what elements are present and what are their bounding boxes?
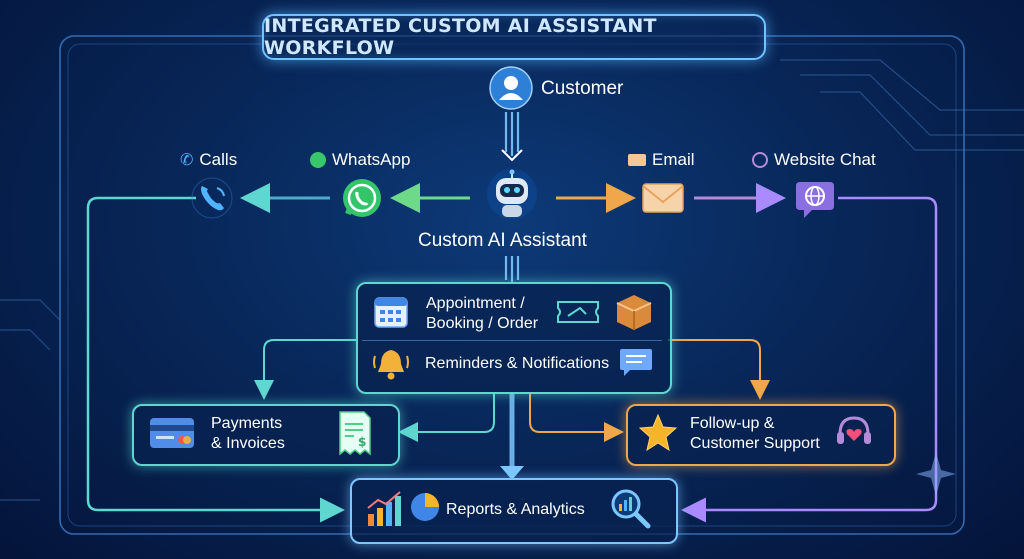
calls-header: ✆ Calls [180, 150, 237, 170]
calendar-icon [374, 297, 408, 328]
small-whatsapp-icon [310, 152, 326, 168]
package-icon [616, 295, 652, 330]
center-divider [362, 340, 662, 341]
email-header: Email [628, 150, 695, 170]
whatsapp-label: WhatsApp [332, 150, 411, 169]
user-icon [489, 66, 533, 110]
svg-text:$: $ [358, 435, 366, 449]
ticket-icon-wrap [556, 298, 600, 331]
payments-line1: Payments [211, 415, 283, 432]
page-title: INTEGRATED CUSTOM AI ASSISTANT WORKFLOW [264, 15, 657, 59]
credit-card-icon-wrap [148, 416, 196, 455]
reminders-row [372, 346, 410, 387]
whatsapp-header: WhatsApp [310, 150, 410, 170]
booking-row [372, 292, 410, 335]
ticket-icon [557, 301, 599, 323]
assistant-label: Custom AI Assistant [418, 230, 587, 251]
website-chat-label: Website Chat [774, 150, 876, 169]
small-phone-icon: ✆ [180, 152, 194, 169]
calls-label: Calls [199, 150, 238, 169]
bar-chart-icon [367, 491, 401, 526]
assistant-node [486, 168, 538, 225]
small-globe-icon [752, 152, 768, 168]
envelope-icon [642, 183, 684, 213]
invoice-icon: $ [339, 411, 371, 456]
reports-label: Reports & Analytics [446, 501, 585, 518]
headset-heart-icon [837, 416, 871, 444]
pie-chart-icon-wrap [408, 490, 442, 529]
invoice-icon-wrap: $ [336, 410, 374, 461]
message-icon [620, 349, 652, 376]
whatsapp-icon [343, 179, 381, 217]
box-icon-wrap [614, 292, 654, 337]
message-icon-wrap [618, 346, 654, 383]
star-icon [638, 413, 678, 452]
robot-icon [487, 169, 537, 219]
booking-line1: Appointment / [426, 295, 525, 312]
customer-label: Customer [541, 78, 624, 99]
calls-node [190, 176, 234, 225]
followup-text: Follow-up & Customer Support [690, 414, 820, 454]
chat-globe-icon [796, 182, 834, 218]
payments-text: Payments & Invoices [211, 414, 285, 454]
bar-chart-icon-wrap [364, 488, 406, 535]
booking-line2: Booking / Order [426, 315, 539, 332]
title-banner: INTEGRATED CUSTOM AI ASSISTANT WORKFLOW [262, 14, 766, 60]
customer-node [489, 66, 533, 115]
email-node [640, 178, 686, 223]
credit-card-icon [150, 418, 194, 448]
followup-line2: Customer Support [690, 435, 820, 452]
whatsapp-node [340, 176, 384, 225]
pie-chart-icon [411, 493, 439, 521]
phone-icon [191, 177, 233, 219]
star-icon-wrap [638, 412, 678, 457]
followup-line1: Follow-up & [690, 415, 775, 432]
bell-icon [373, 350, 409, 380]
booking-text: Appointment / Booking / Order [426, 294, 538, 334]
reminders-label: Reminders & Notifications [425, 355, 610, 372]
website-chat-header: Website Chat [752, 150, 876, 170]
magnifier-chart-icon [611, 489, 651, 529]
booking-reminders-box [356, 282, 672, 394]
small-envelope-icon [628, 154, 646, 166]
email-label: Email [652, 150, 695, 169]
headset-icon-wrap [832, 410, 876, 459]
payments-line2: & Invoices [211, 435, 285, 452]
magnifier-icon-wrap [608, 486, 654, 537]
website-chat-node [792, 176, 838, 227]
